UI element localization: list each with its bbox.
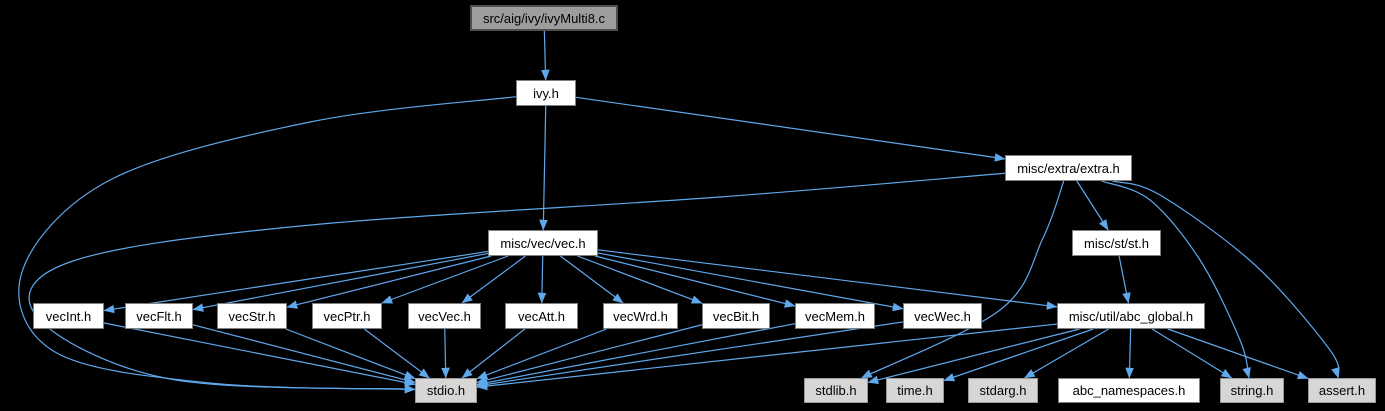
node-stdio: stdio.h	[415, 378, 477, 403]
edge-vech-vecatt	[537, 255, 547, 304]
edge-extrah-stdlib	[861, 180, 1065, 379]
node-vecvec[interactable]: vecVec.h	[408, 303, 481, 329]
node-vecmem[interactable]: vecMem.h	[795, 303, 875, 329]
node-sth[interactable]: misc/st/st.h	[1072, 230, 1161, 256]
edge-vecint-stdio	[103, 322, 416, 387]
edge-vecstr-stdio	[285, 328, 416, 380]
edge-vech-vecstr	[286, 255, 492, 309]
edge-vech-vecwec	[597, 252, 904, 312]
edge-abcglobal-stdio	[476, 323, 1058, 391]
edge-vech-vecvec	[461, 255, 526, 304]
node-vech[interactable]: misc/vec/vec.h	[488, 230, 598, 256]
node-vecatt[interactable]: vecAtt.h	[505, 303, 578, 329]
edge-vecwec-stdio	[476, 321, 904, 389]
edge-abcglobal-abcns	[1125, 328, 1134, 379]
node-assert: assert.h	[1308, 378, 1376, 403]
node-time: time.h	[886, 378, 944, 403]
edge-ivyh-vech	[539, 105, 548, 231]
node-vecptr[interactable]: vecPtr.h	[312, 303, 382, 329]
edge-ivyh-extrah	[575, 96, 1006, 162]
node-ivyh[interactable]: ivy.h	[516, 80, 576, 106]
edge-abcglobal-time	[943, 328, 1094, 382]
node-stdlib: stdlib.h	[804, 378, 868, 403]
edge-vecatt-stdio	[461, 328, 526, 379]
edge-vecflt-stdio	[192, 324, 416, 385]
edge-extrah-assert	[1112, 180, 1340, 379]
node-vecflt[interactable]: vecFlt.h	[125, 303, 193, 329]
edge-vech-vecbit	[577, 255, 703, 304]
edge-vecptr-stdio	[363, 328, 430, 379]
edge-vecbit-stdio	[476, 324, 703, 385]
edge-vecmem-stdio	[476, 323, 796, 387]
node-vecwrd[interactable]: vecWrd.h	[603, 303, 678, 329]
edge-abcglobal-stdlib	[867, 328, 1080, 385]
edge-ivymulti8c-ivyh	[541, 30, 550, 81]
edge-vech-vecflt	[192, 252, 489, 312]
edge-vech-vecmem	[594, 255, 796, 308]
edge-sth-abcglobal	[1118, 255, 1131, 304]
edge-ivyh-stdio	[18, 96, 517, 394]
edge-vecwrd-stdio	[476, 328, 607, 380]
edge-vech-vecint	[103, 250, 489, 314]
node-vecwec[interactable]: vecWec.h	[903, 303, 982, 329]
edge-vech-vecptr	[381, 255, 509, 304]
edge-abcglobal-stdarg	[1024, 328, 1109, 379]
edge-vech-abcglobal	[597, 249, 1058, 310]
node-ivymulti8c: src/aig/ivy/ivyMulti8.c	[470, 5, 618, 31]
node-vecint[interactable]: vecInt.h	[33, 303, 104, 329]
node-abcns[interactable]: abc_namespaces.h	[1058, 378, 1200, 403]
node-stdarg: stdarg.h	[968, 378, 1038, 403]
node-abcglobal[interactable]: misc/util/abc_global.h	[1057, 303, 1205, 329]
edge-abcglobal-assert	[1167, 328, 1309, 380]
node-vecstr[interactable]: vecStr.h	[217, 303, 287, 329]
edge-extrah-stdio	[28, 172, 1006, 394]
node-string: string.h	[1220, 378, 1284, 403]
edge-extrah-sth	[1076, 180, 1109, 231]
edge-vecvec-stdio	[441, 328, 450, 379]
node-extrah[interactable]: misc/extra/extra.h	[1005, 155, 1132, 181]
node-vecbit[interactable]: vecBit.h	[702, 303, 770, 329]
edge-extrah-string	[1101, 180, 1251, 379]
edge-vech-vecwrd	[560, 255, 624, 304]
edge-abcglobal-string	[1151, 328, 1233, 379]
